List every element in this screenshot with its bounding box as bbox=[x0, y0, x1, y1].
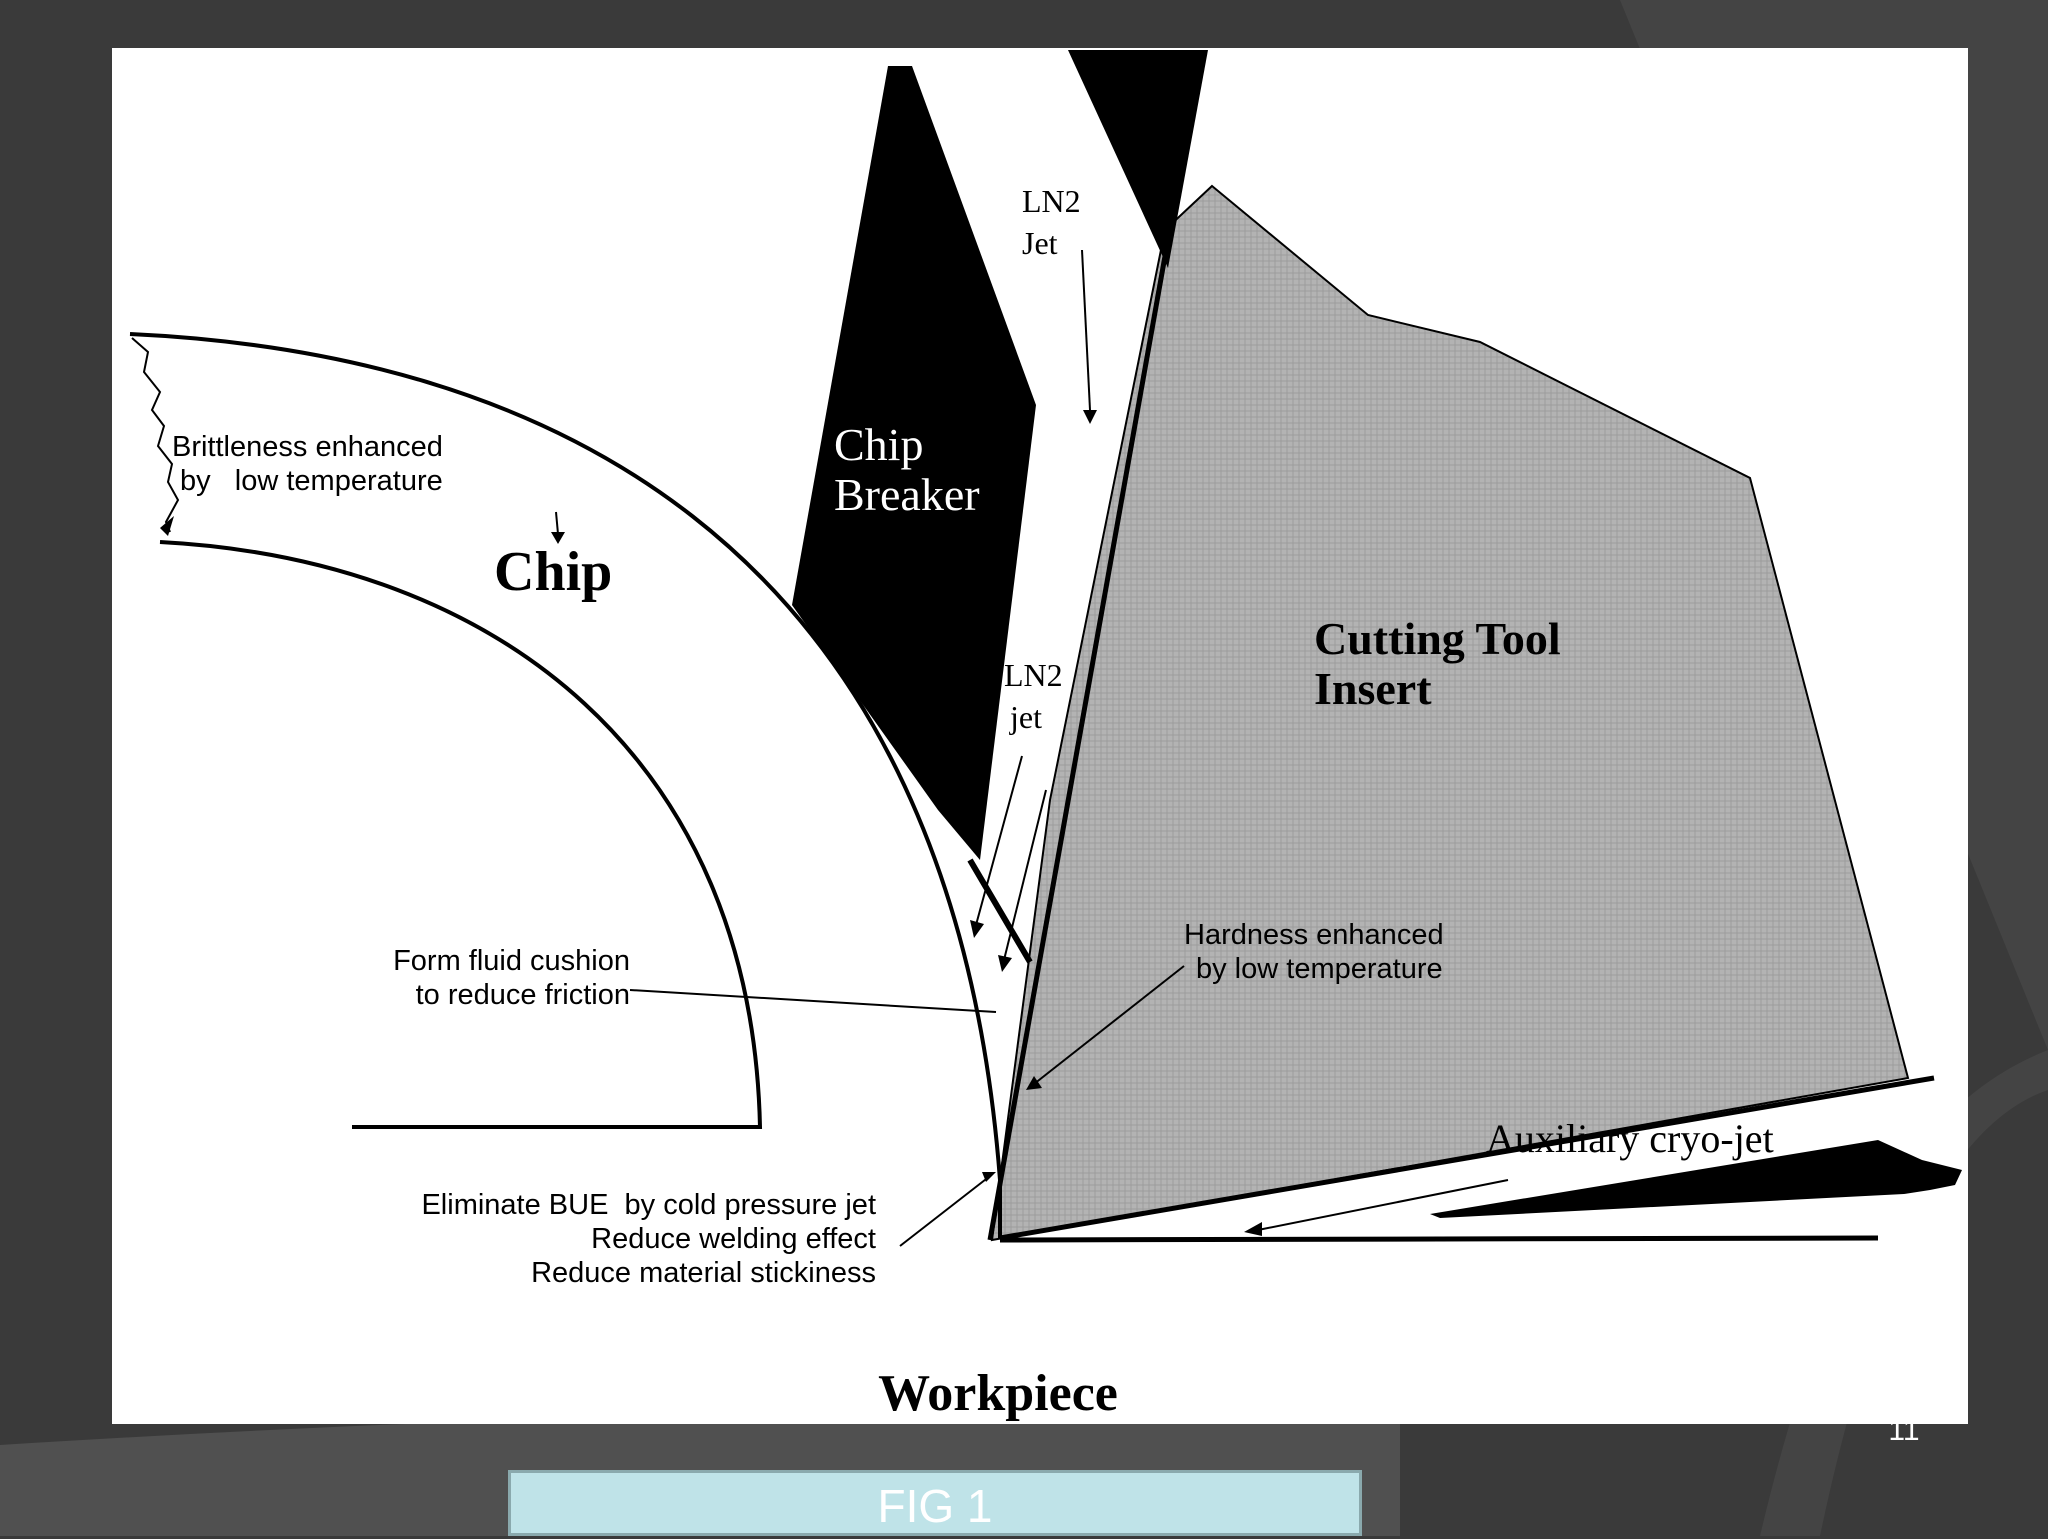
workpiece-surface-line bbox=[999, 1235, 1879, 1243]
bue-leader bbox=[899, 1175, 991, 1247]
cryogenic-machining-diagram: LN2 Jet Chip Breaker Brittleness enhance… bbox=[112, 48, 1968, 1424]
hardness-leader bbox=[1033, 965, 1185, 1085]
chip-breaker-edge bbox=[967, 858, 1033, 964]
slide-page-number: 11 bbox=[1888, 1414, 1920, 1447]
ln2-jet-mid-arrowhead-1 bbox=[970, 920, 984, 938]
ln2-jet-mid-label-2: jet bbox=[1009, 699, 1042, 735]
figure-caption: FIG 1 bbox=[508, 1470, 1362, 1536]
fluid-cushion-label-2: to reduce friction bbox=[416, 979, 630, 1011]
auxiliary-cryojet-label: Auxiliary cryo-jet bbox=[1486, 1116, 1774, 1161]
chip-inner-curve bbox=[159, 540, 763, 1129]
workpiece-label: Workpiece bbox=[878, 1365, 1118, 1422]
ln2-jet-mid-arrow-2 bbox=[1003, 789, 1047, 961]
brittleness-label-1: Brittleness enhanced bbox=[172, 431, 443, 463]
crack-line bbox=[131, 337, 180, 533]
brittleness-arrowhead bbox=[551, 532, 565, 544]
ln2-jet-top-arrowhead bbox=[1083, 410, 1097, 424]
bue-label-3: Reduce material stickiness bbox=[531, 1257, 876, 1289]
chip-breaker-label-2: Breaker bbox=[834, 469, 980, 520]
cutting-tool-insert bbox=[990, 184, 1910, 1242]
chip-label: Chip bbox=[494, 541, 612, 603]
clearance-face-line bbox=[999, 1075, 1935, 1241]
ln2-jet-mid-label-1: LN2 bbox=[1004, 657, 1063, 693]
bue-arrowhead bbox=[982, 1172, 996, 1182]
chip-outer-curve bbox=[129, 332, 1002, 1238]
chip-breaker-label-1: Chip bbox=[834, 419, 923, 470]
crack-arrowhead bbox=[160, 516, 174, 536]
ln2-jet-mid-arrow-1 bbox=[975, 755, 1023, 926]
hardness-arrowhead bbox=[1026, 1076, 1042, 1090]
chip-breaker bbox=[792, 66, 1036, 860]
cutting-tool-label-2: Insert bbox=[1314, 663, 1432, 714]
fluid-cushion-label-1: Form fluid cushion bbox=[393, 945, 630, 977]
auxiliary-cryojet-nozzle bbox=[1430, 1140, 1962, 1218]
hardness-label-1: Hardness enhanced bbox=[1184, 919, 1444, 951]
ln2-jet-top-label-2: Jet bbox=[1022, 225, 1058, 261]
bue-label-1: Eliminate BUE by cold pressure jet bbox=[421, 1189, 876, 1221]
bue-label-2: Reduce welding effect bbox=[591, 1223, 876, 1255]
cutting-tool-label-1: Cutting Tool bbox=[1314, 613, 1561, 664]
rake-face-edge bbox=[987, 227, 1173, 1241]
ln2-jet-mid-arrowhead-2 bbox=[998, 955, 1012, 972]
ln2-jet-top-label-1: LN2 bbox=[1022, 183, 1081, 219]
auxiliary-jet-arrowhead bbox=[1244, 1222, 1262, 1236]
ln2-jet-top-arrow bbox=[1081, 249, 1091, 411]
tool-holder-wedge bbox=[1068, 50, 1208, 268]
fluid-cushion-leader bbox=[629, 989, 997, 1013]
hardness-label-2: by low temperature bbox=[1196, 953, 1443, 985]
auxiliary-jet-arrow bbox=[1257, 1179, 1509, 1231]
brittleness-leader bbox=[555, 511, 559, 535]
brittleness-label-2: by low temperature bbox=[180, 465, 443, 497]
